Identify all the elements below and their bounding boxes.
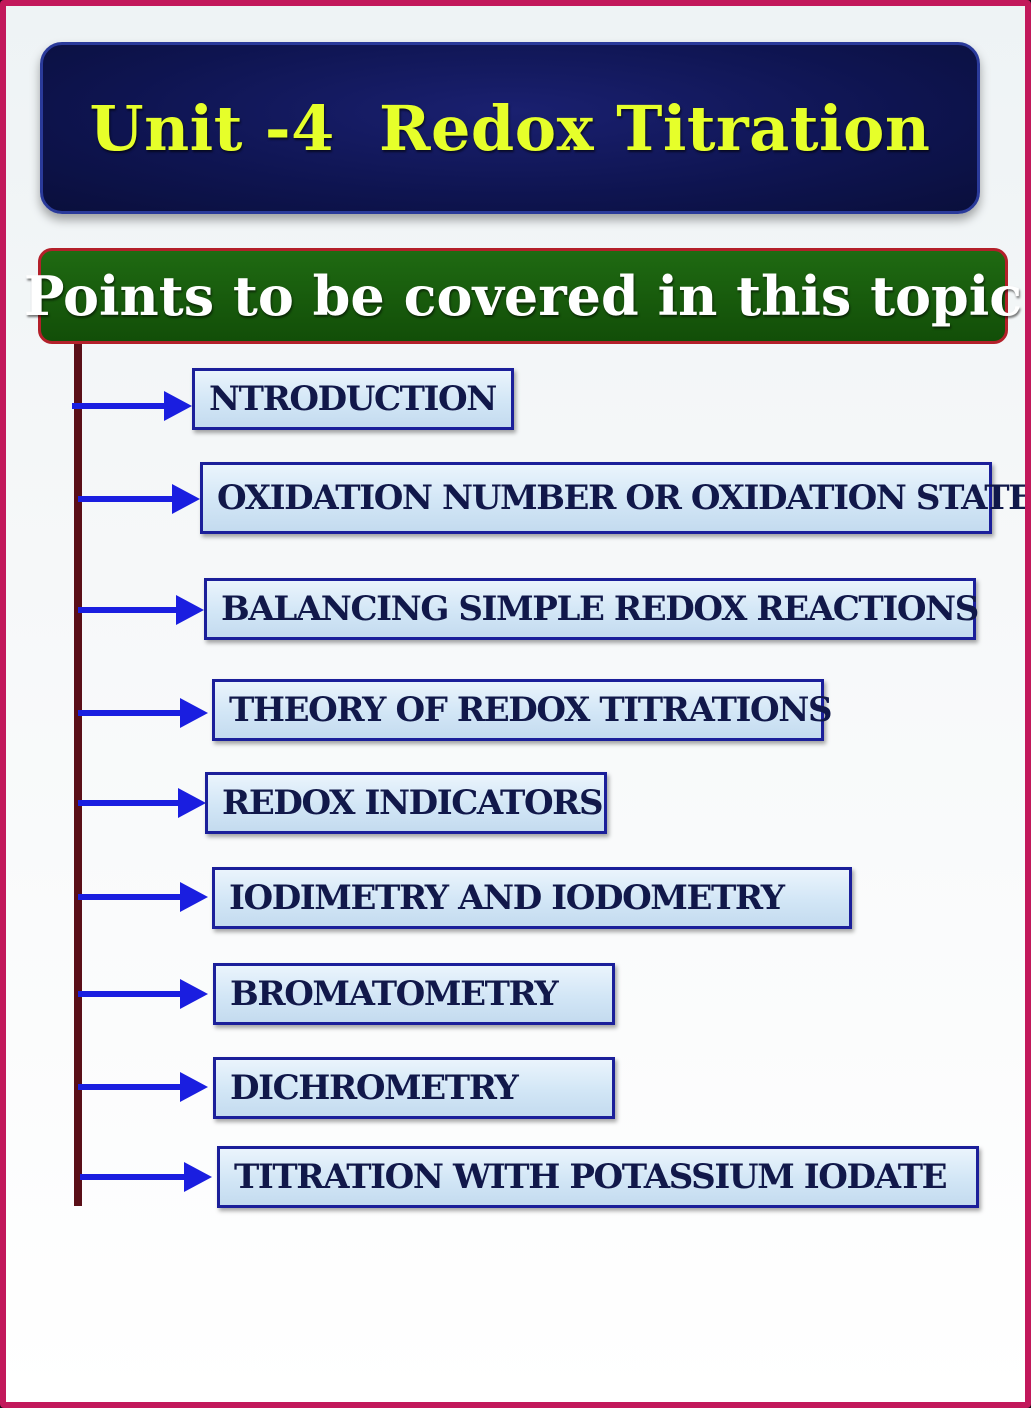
topic-item-dichrometry: DICHROMETRY	[213, 1057, 615, 1119]
topic-item-label: BALANCING SIMPLE REDOX REACTIONS	[221, 589, 979, 629]
slide-title: Unit -4 Redox Titration	[89, 91, 931, 165]
arrow-icon	[78, 484, 200, 514]
topic-item-label: THEORY OF REDOX TITRATIONS	[229, 690, 833, 730]
topic-item-balancing-redox: BALANCING SIMPLE REDOX REACTIONS	[204, 578, 979, 640]
topic-item-introduction: NTRODUCTION	[192, 368, 514, 430]
topic-item-label: NTRODUCTION	[209, 379, 497, 419]
topic-item-label: IODIMETRY AND IODOMETRY	[229, 878, 785, 918]
arrow-icon	[78, 788, 206, 818]
arrow-icon	[78, 882, 208, 912]
connector-spine	[74, 344, 82, 1206]
topic-item-label: REDOX INDICATORS	[222, 783, 604, 823]
topic-item-label: BROMATOMETRY	[230, 974, 559, 1014]
topic-item-oxidation-number: OXIDATION NUMBER OR OXIDATION STATE	[200, 462, 1025, 534]
arrow-icon	[78, 1072, 208, 1102]
arrow-icon	[78, 595, 204, 625]
topic-item-label: DICHROMETRY	[230, 1068, 519, 1108]
subtitle-banner: Points to be covered in this topic	[24, 248, 1022, 344]
slide-subtitle: Points to be covered in this topic	[23, 264, 1023, 328]
arrow-icon	[80, 1162, 212, 1192]
topic-item-bromatometry: BROMATOMETRY	[213, 963, 615, 1025]
arrow-icon	[72, 391, 192, 421]
topic-item-potassium-iodate: TITRATION WITH POTASSIUM IODATE	[217, 1146, 979, 1208]
title-banner: Unit -4 Redox Titration	[40, 42, 980, 214]
arrow-icon	[78, 698, 208, 728]
topic-item-redox-indicators: REDOX INDICATORS	[205, 772, 607, 834]
topic-item-label: OXIDATION NUMBER OR OXIDATION STATE	[217, 478, 1031, 518]
arrow-icon	[78, 979, 208, 1009]
topic-item-iodimetry: IODIMETRY AND IODOMETRY	[212, 867, 852, 929]
topic-item-theory-redox: THEORY OF REDOX TITRATIONS	[212, 679, 833, 741]
topic-item-label: TITRATION WITH POTASSIUM IODATE	[234, 1157, 948, 1197]
